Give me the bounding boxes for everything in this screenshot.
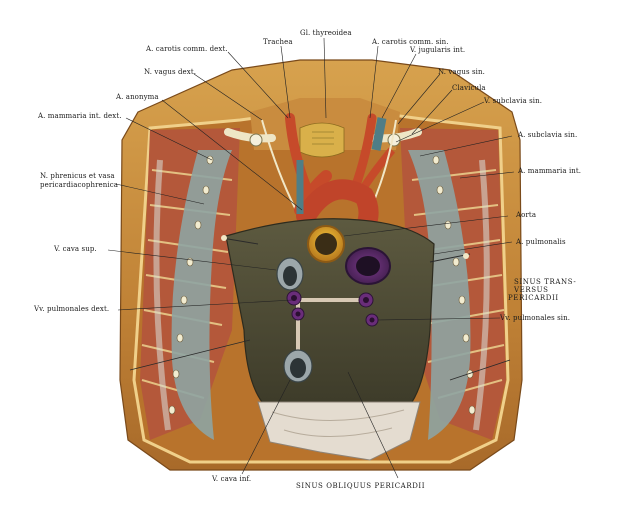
- label-a-carotis-comm-sin: A. carotis comm. sin.: [372, 38, 449, 46]
- left-pleura: [171, 150, 232, 440]
- label-sinus-transversus-line1: SINUS TRANS-: [514, 278, 577, 286]
- label-sinus-obliquus-pericardii: SINUS OBLIQUUS PERICARDII: [296, 482, 426, 490]
- label-v-jugularis-int: V. jugularis int.: [410, 46, 466, 54]
- leader-lines: [107, 37, 515, 479]
- label-a-anonyma: A. anonyma: [116, 93, 159, 101]
- trachea-rings: [312, 131, 334, 145]
- label-vv-pulmonales-sin: Vv. pulmonales sin.: [500, 314, 571, 322]
- label-sinus-transversus-line2: VERSUS: [514, 286, 549, 294]
- label-a-subclavia-sin: A. subclavia sin.: [518, 131, 578, 139]
- label-v-subclavia-sin: V. subclavia sin.: [484, 97, 543, 105]
- aortic-arch: [296, 179, 379, 236]
- label-vv-pulmonales-dext: Vv. pulmonales dext.: [34, 305, 110, 313]
- label-a-mammaria-int: A. mammaria int.: [518, 167, 582, 175]
- thyroid-gland: [299, 122, 345, 158]
- pins: [129, 237, 511, 381]
- label-sinus-transversus-line3: PERICARDII: [508, 294, 559, 302]
- label-v-cava-inf: V. cava inf.: [212, 475, 252, 483]
- label-a-mammaria-int-dext: A. mammaria int. dext.: [38, 112, 122, 120]
- jugular-vein: [371, 117, 387, 151]
- mammary-vessel-beads: [168, 155, 476, 415]
- label-aorta: Aorta: [516, 211, 537, 219]
- label-n-phrenicus-line1: N. phrenicus et vasa: [40, 172, 115, 180]
- label-n-phrenicus-line2: pericardiacophrenica: [40, 181, 118, 189]
- label-n-vagus-sin: N. vagus sin.: [438, 68, 485, 76]
- label-gl-thyreoidea: Gl. thyreoidea: [300, 29, 352, 37]
- label-clavicula: Clavicula: [452, 84, 486, 92]
- label-trachea: Trachea: [263, 38, 293, 46]
- label-n-vagus-dext: N. vagus dext.: [144, 68, 197, 76]
- pulmonary-vein-lumens: [291, 295, 375, 323]
- label-v-cava-sup: V. cava sup.: [54, 245, 97, 253]
- label-a-pulmonalis: A. pulmonalis: [516, 238, 566, 246]
- diaphragm: [257, 401, 421, 461]
- label-a-carotis-comm-dext: A. carotis comm. dext.: [146, 45, 228, 53]
